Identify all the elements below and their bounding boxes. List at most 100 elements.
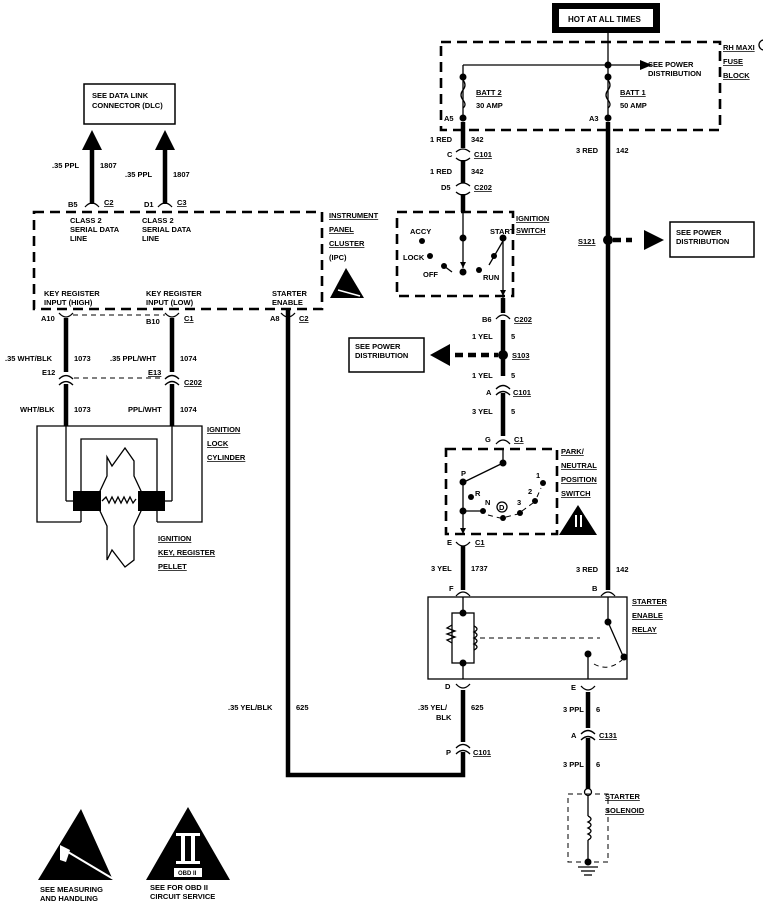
svg-text:CYLINDER: CYLINDER [207, 453, 246, 462]
svg-text:D5: D5 [441, 183, 451, 192]
svg-text:IGNITION: IGNITION [207, 425, 240, 434]
svg-text:INPUT (LOW): INPUT (LOW) [146, 298, 194, 307]
esd-warning-icon [38, 809, 113, 880]
starter-enable-relay: STARTER ENABLE RELAY [427, 596, 667, 680]
svg-text:1074: 1074 [180, 354, 198, 363]
svg-text:PPL/WHT: PPL/WHT [128, 405, 162, 414]
svg-text:C202: C202 [514, 315, 532, 324]
svg-text:E12: E12 [42, 368, 55, 377]
svg-text:A5: A5 [444, 114, 454, 123]
svg-text:C101: C101 [513, 388, 531, 397]
svg-text:1737: 1737 [471, 564, 488, 573]
svg-text:LINE: LINE [70, 234, 87, 243]
svg-text:OFF: OFF [423, 270, 438, 279]
svg-text:.35 WHT/BLK: .35 WHT/BLK [5, 354, 53, 363]
svg-text:C1: C1 [514, 435, 524, 444]
svg-text:E13: E13 [148, 368, 161, 377]
svg-text:SWITCH: SWITCH [516, 226, 546, 235]
svg-text:ACCY: ACCY [410, 227, 431, 236]
svg-text:SEE FOR OBD II: SEE FOR OBD II [150, 883, 208, 892]
svg-text:C1: C1 [475, 538, 485, 547]
svg-text:3 PPL: 3 PPL [563, 705, 584, 714]
svg-text:6: 6 [596, 705, 600, 714]
svg-text:P: P [461, 469, 466, 478]
svg-text:142: 142 [616, 146, 629, 155]
svg-text:1 YEL: 1 YEL [472, 332, 493, 341]
svg-text:1 RED: 1 RED [430, 135, 453, 144]
svg-text:IGNITION: IGNITION [158, 534, 191, 543]
svg-text:625: 625 [471, 703, 484, 712]
batt2-circuit: 1 RED 342 C C101 1 RED 342 D5 C202 [430, 122, 492, 212]
svg-text:1807: 1807 [100, 161, 117, 170]
svg-text:CLUSTER: CLUSTER [329, 239, 365, 248]
svg-text:SEE POWER: SEE POWER [648, 60, 694, 69]
svg-text:.35 YEL/: .35 YEL/ [418, 703, 448, 712]
svg-text:5: 5 [511, 407, 515, 416]
svg-text:POSITION: POSITION [561, 475, 597, 484]
svg-text:BLK: BLK [436, 713, 452, 722]
svg-text:B5: B5 [68, 200, 78, 209]
svg-text:1: 1 [536, 471, 540, 480]
ignition-switch: IGNITION SWITCH ACCY LOCK OFF RUN START [395, 210, 549, 300]
svg-text:.35 PPL/WHT: .35 PPL/WHT [110, 354, 157, 363]
svg-text:CLASS 2: CLASS 2 [70, 216, 102, 225]
svg-text:2: 2 [528, 487, 532, 496]
key-register-circuits: .35 WHT/BLK 1073 .35 PPL/WHT 1074 E12 E1… [5, 314, 202, 426]
svg-text:FUSE: FUSE [723, 57, 743, 66]
svg-text:C: C [447, 150, 453, 159]
svg-text:B10: B10 [146, 317, 160, 326]
svg-text:LOCK: LOCK [403, 253, 425, 262]
svg-text:P: P [446, 748, 451, 757]
svg-text:6: 6 [596, 760, 600, 769]
svg-text:STARTER: STARTER [272, 289, 307, 298]
svg-text:1073: 1073 [74, 354, 91, 363]
svg-text:30 AMP: 30 AMP [476, 101, 503, 110]
svg-text:5: 5 [511, 371, 515, 380]
svg-text:C2: C2 [104, 198, 114, 207]
svg-text:342: 342 [471, 167, 484, 176]
obd-legend: OBD II SEE FOR OBD II CIRCUIT SERVICE [146, 807, 230, 901]
svg-text:BATT 2: BATT 2 [476, 88, 502, 97]
svg-text:C131: C131 [599, 731, 617, 740]
svg-text:C202: C202 [184, 378, 202, 387]
svg-text:3 YEL: 3 YEL [472, 407, 493, 416]
power-source-label: HOT AT ALL TIMES [568, 15, 642, 24]
batt1-circuit: 3 RED 142 S121 SEE POWER DISTRIBUTION 3 … [576, 122, 755, 597]
svg-text:3 YEL: 3 YEL [431, 564, 452, 573]
svg-text:C101: C101 [474, 150, 492, 159]
power-distribution-box-1 [348, 337, 425, 373]
svg-text:STARTER: STARTER [605, 792, 640, 801]
svg-text:5: 5 [511, 332, 515, 341]
svg-text:B6: B6 [482, 315, 492, 324]
svg-text:1807: 1807 [173, 170, 190, 179]
svg-text:50 AMP: 50 AMP [620, 101, 647, 110]
svg-text:142: 142 [616, 565, 629, 574]
svg-text:N: N [485, 498, 490, 507]
svg-text:NEUTRAL: NEUTRAL [561, 461, 597, 470]
svg-text:CIRCUIT SERVICE: CIRCUIT SERVICE [150, 892, 215, 901]
svg-text:C202: C202 [474, 183, 492, 192]
svg-text:G: G [485, 435, 491, 444]
svg-text:625: 625 [296, 703, 309, 712]
svg-text:CONNECTOR (DLC): CONNECTOR (DLC) [92, 101, 163, 110]
svg-text:INSTRUMENT: INSTRUMENT [329, 211, 379, 220]
svg-text:1074: 1074 [180, 405, 198, 414]
svg-text:1073: 1073 [74, 405, 91, 414]
svg-text:DISTRIBUTION: DISTRIBUTION [355, 351, 408, 360]
svg-text:CLASS 2: CLASS 2 [142, 216, 174, 225]
svg-text:BATT 1: BATT 1 [620, 88, 646, 97]
esd-legend: SEE MEASURING AND HANDLING [38, 809, 116, 903]
svg-text:.35 YEL/BLK: .35 YEL/BLK [228, 703, 273, 712]
obd-ii-small-icon [559, 505, 597, 535]
svg-text:PANEL: PANEL [329, 225, 354, 234]
svg-text:342: 342 [471, 135, 484, 144]
svg-text:S103: S103 [512, 351, 530, 360]
svg-text:SEE POWER: SEE POWER [676, 228, 722, 237]
starter-solenoid: STARTER SOLENOID [567, 787, 645, 876]
svg-text:LINE: LINE [142, 234, 159, 243]
svg-text:KEY REGISTER: KEY REGISTER [44, 289, 100, 298]
svg-text:C1: C1 [184, 314, 194, 323]
svg-text:B: B [592, 584, 598, 593]
obd-ii-warning-icon [146, 807, 230, 880]
